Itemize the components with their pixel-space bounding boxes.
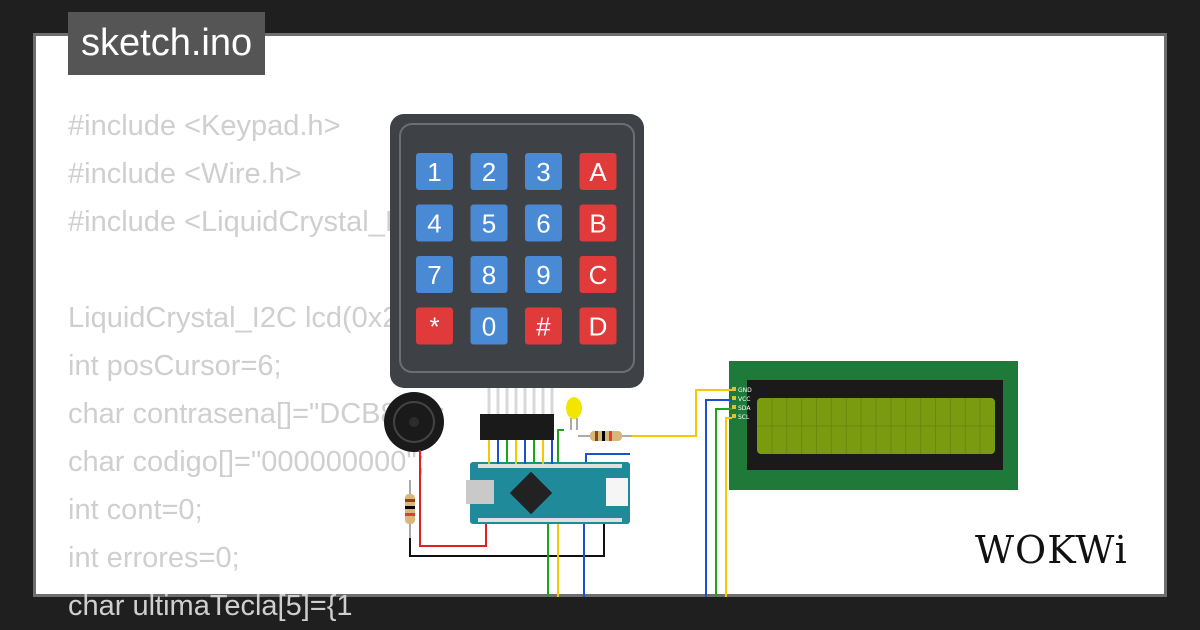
key-D[interactable]: D [579, 307, 617, 345]
key-label: 6 [536, 209, 550, 239]
project-title: sketch.ino [68, 12, 266, 75]
code-line: char codigo[]="000000000"; [68, 446, 425, 478]
key-0[interactable]: 0 [470, 307, 508, 345]
key-C[interactable]: C [579, 256, 617, 293]
key-6[interactable]: 6 [525, 204, 562, 242]
code-line: #include <Keypad.h> [68, 110, 341, 142]
code-preview: #include <Keypad.h>#include <Wire.h>#inc… [68, 102, 497, 630]
key-label: 0 [482, 312, 496, 342]
key-label: 5 [482, 209, 496, 239]
code-line: char ultimaTecla[5]={1 [68, 590, 353, 622]
key-A[interactable]: A [579, 153, 617, 190]
key-2[interactable]: 2 [470, 153, 508, 190]
key-*[interactable]: * [416, 307, 453, 345]
code-line: int cont=0; [68, 494, 203, 526]
key-4[interactable]: 4 [416, 204, 453, 242]
key-label: 1 [427, 157, 441, 187]
code-line: int posCursor=6; [68, 350, 282, 382]
led-yellow[interactable] [566, 397, 582, 430]
key-label: 2 [482, 157, 496, 187]
key-label: # [536, 312, 551, 342]
lcd-pin-vcc: VCC [738, 396, 750, 403]
key-label: * [429, 312, 439, 342]
key-label: 4 [427, 209, 441, 239]
key-3[interactable]: 3 [525, 153, 562, 190]
buzzer[interactable] [384, 392, 444, 452]
lcd-pin-scl: SCL [738, 414, 750, 421]
arduino-nano[interactable] [466, 462, 630, 524]
lcd-pin-sda: SDA [738, 405, 751, 412]
code-line: #include <Wire.h> [68, 158, 302, 190]
key-1[interactable]: 1 [416, 153, 453, 190]
resistor-horizontal[interactable] [578, 431, 632, 441]
key-B[interactable]: B [579, 204, 617, 242]
key-#[interactable]: # [525, 307, 562, 345]
key-label: B [589, 209, 606, 239]
key-label: 8 [482, 260, 496, 290]
code-line: int errores=0; [68, 542, 240, 574]
key-5[interactable]: 5 [470, 204, 508, 242]
resistor-vertical[interactable] [405, 480, 415, 538]
key-label: 3 [536, 157, 550, 187]
key-label: 7 [427, 260, 441, 290]
key-label: D [589, 312, 608, 342]
key-label: A [589, 157, 607, 187]
lcd-pin-gnd: GND [738, 387, 752, 394]
keypad[interactable]: 1 2 3 A 4 5 6 B 7 8 9 C * 0 # D [390, 114, 644, 440]
wires [409, 389, 732, 597]
key-label: C [589, 260, 608, 290]
key-9[interactable]: 9 [525, 256, 562, 293]
lcd-display[interactable]: GND VCC SDA SCL [729, 361, 1018, 490]
key-8[interactable]: 8 [470, 256, 508, 293]
key-7[interactable]: 7 [416, 256, 453, 293]
wokwi-logo: WOKWi [975, 528, 1128, 572]
key-label: 9 [536, 260, 550, 290]
